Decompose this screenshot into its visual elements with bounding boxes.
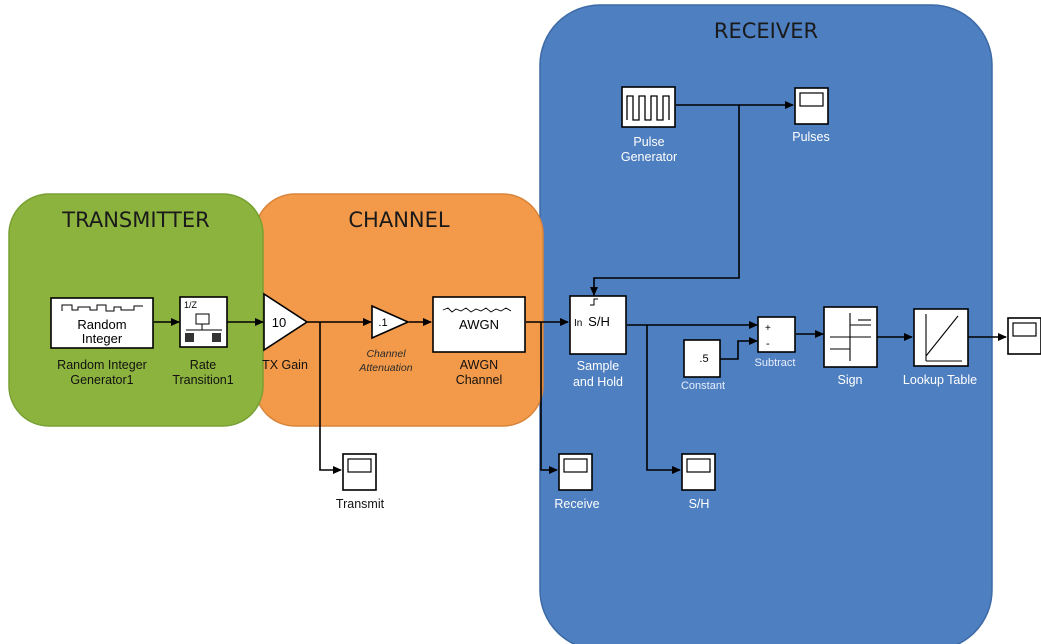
sample-hold-caption2: and Hold: [573, 375, 623, 389]
trigger-edge-icon: [590, 298, 598, 306]
receive-scope-caption: Receive: [554, 497, 599, 511]
pulse-generator-caption1: Pulse: [633, 135, 664, 149]
random-integer-text2: Integer: [82, 331, 123, 346]
receiver-title: RECEIVER: [714, 19, 818, 43]
tx-gain-text: 10: [272, 315, 286, 330]
pam-scope-caption: PAM: [1012, 362, 1038, 376]
random-integer-text1: Random: [77, 317, 126, 332]
pam-scope[interactable]: PAM: [1007, 317, 1041, 376]
transmitter-title: TRANSMITTER: [61, 208, 209, 232]
wire-gain-to-transmit: [319, 322, 342, 474]
awgn-text: AWGN: [459, 317, 499, 332]
random-integer-block[interactable]: Random Integer Random Integer Generator1: [50, 297, 154, 387]
lookup-table-block[interactable]: Lookup Table: [903, 308, 977, 387]
channel-region: CHANNEL: [254, 193, 544, 427]
sample-hold-caption1: Sample: [577, 359, 619, 373]
pulses-scope[interactable]: Pulses: [792, 87, 830, 144]
pulse-generator-caption2: Generator: [621, 150, 677, 164]
channel-attenuation-caption2: Attenuation: [358, 362, 412, 374]
constant-block[interactable]: .5 Constant: [681, 339, 725, 392]
lookup-table-icon: [925, 314, 962, 362]
signal-wires: [154, 101, 1007, 474]
subtract-plus: +: [765, 323, 771, 334]
random-integer-caption1: Random Integer: [57, 358, 147, 372]
rate-transition-caption1: Rate: [190, 358, 216, 372]
tx-gain-block[interactable]: 10 TX Gain: [262, 292, 309, 372]
channel-attenuation-block[interactable]: .1 Channel Attenuation: [358, 304, 413, 374]
rate-transition-text: 1/Z: [184, 300, 198, 310]
pulse-generator-block[interactable]: Pulse Generator: [621, 86, 677, 164]
sign-function-icon: [830, 313, 871, 361]
transmit-scope[interactable]: Transmit: [336, 453, 385, 511]
wire-samplehold-to-sh-scope: [646, 325, 681, 474]
rate-transition-block[interactable]: 1/Z Rate Transition1: [172, 296, 234, 387]
channel-title: CHANNEL: [348, 208, 450, 232]
awgn-caption1: AWGN: [460, 358, 498, 372]
awgn-caption2: Channel: [456, 373, 503, 387]
rate-transition-icon: [185, 313, 222, 342]
random-waveform-icon: [61, 304, 143, 312]
tx-gain-caption: TX Gain: [262, 358, 308, 372]
subtract-caption: Subtract: [755, 357, 796, 369]
subtract-minus: -: [766, 338, 770, 350]
sh-scope[interactable]: S/H: [681, 453, 716, 511]
constant-caption: Constant: [681, 380, 725, 392]
receive-scope[interactable]: Receive: [554, 453, 600, 511]
wire-awgn-to-receive: [540, 322, 558, 474]
awgn-channel-block[interactable]: AWGN AWGN Channel: [432, 296, 526, 387]
rate-transition-caption2: Transition1: [172, 373, 233, 387]
channel-attenuation-text: .1: [378, 317, 387, 329]
channel-attenuation-caption1: Channel: [366, 348, 406, 360]
sample-hold-port-label: In: [574, 318, 582, 329]
pulses-scope-caption: Pulses: [792, 130, 830, 144]
wire-pulse-to-samplehold: [590, 105, 740, 296]
subtract-block[interactable]: + - Subtract: [755, 316, 796, 369]
sample-and-hold-block[interactable]: In S/H Sample and Hold: [569, 295, 627, 389]
sh-scope-caption: S/H: [689, 497, 710, 511]
transmit-scope-caption: Transmit: [336, 497, 385, 511]
random-integer-caption2: Generator1: [70, 373, 133, 387]
lookup-table-caption: Lookup Table: [903, 373, 977, 387]
sign-block[interactable]: Sign: [823, 306, 878, 387]
sign-caption: Sign: [837, 373, 862, 387]
awgn-noise-icon: [442, 307, 512, 313]
pulse-train-icon: [626, 95, 670, 121]
constant-text: .5: [699, 353, 708, 365]
sample-hold-text: S/H: [588, 314, 610, 329]
wire-constant-to-subtract: [720, 337, 758, 360]
